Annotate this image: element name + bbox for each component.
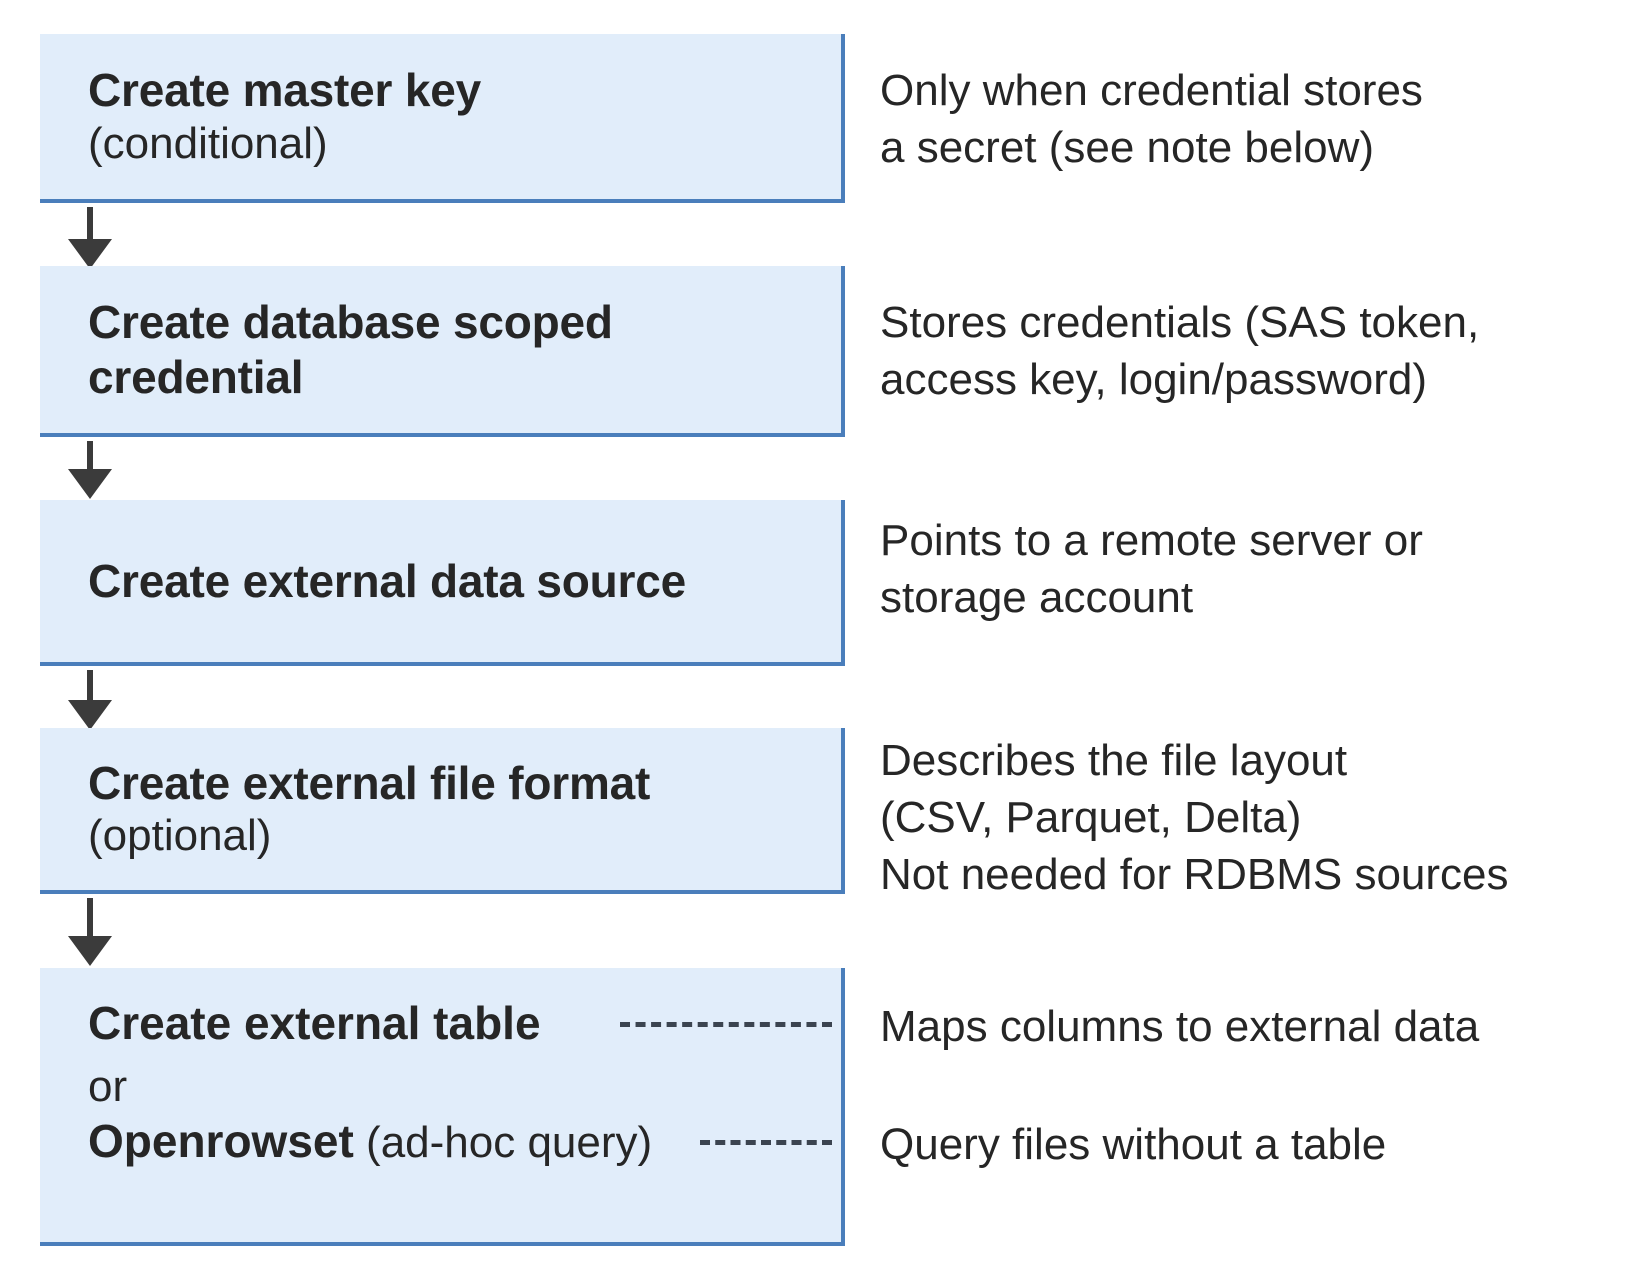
dashed-leader-line-2 bbox=[700, 1140, 832, 1145]
final-step-or-text: or bbox=[88, 1062, 128, 1111]
step-title: Create database scoped bbox=[88, 296, 613, 349]
final-step-option-openrowset[interactable]: Openrowset (ad-hoc query) bbox=[88, 1118, 652, 1165]
step-box-create-master-key[interactable]: Create master key (conditional) bbox=[40, 34, 845, 203]
final-step-option-create-external-table[interactable]: Create external table bbox=[88, 1000, 541, 1046]
final-step-option-2-note: (ad-hoc query) bbox=[353, 1118, 653, 1167]
step-title-line2: credential bbox=[88, 350, 304, 403]
step-description-create-external-file-format: Describes the file layout (CSV, Parquet,… bbox=[880, 736, 1509, 900]
step-box-create-external-table-or-openrowset[interactable] bbox=[40, 968, 845, 1246]
final-step-description-1: Maps columns to external data bbox=[880, 1002, 1480, 1051]
step-title: Create master key bbox=[88, 64, 481, 117]
final-step-option-2-label: Openrowset bbox=[88, 1115, 354, 1167]
final-step-or-label: or bbox=[88, 1062, 127, 1109]
flow-arrow-2 bbox=[68, 441, 112, 503]
step-description-create-external-data-source: Points to a remote server or storage acc… bbox=[880, 516, 1423, 623]
step-subtitle: (conditional) bbox=[88, 118, 328, 168]
step-subtitle: (optional) bbox=[88, 811, 272, 861]
final-step-option-1-label: Create external table bbox=[88, 997, 541, 1049]
step-title: Create external data source bbox=[88, 554, 686, 607]
flow-arrow-4 bbox=[68, 898, 112, 970]
flow-arrow-3 bbox=[68, 670, 112, 732]
step-box-create-database-scoped-credential[interactable]: Create database scoped credential bbox=[40, 266, 845, 437]
step-title: Create external file format bbox=[88, 756, 651, 809]
step-box-create-external-data-source[interactable]: Create external data source bbox=[40, 500, 845, 666]
step-description-create-master-key: Only when credential stores a secret (se… bbox=[880, 66, 1423, 173]
dashed-leader-line-1 bbox=[620, 1022, 832, 1027]
step-box-create-external-file-format[interactable]: Create external file format (optional) bbox=[40, 728, 845, 894]
step-description-create-database-scoped-credential: Stores credentials (SAS token, access ke… bbox=[880, 298, 1480, 405]
flow-arrow-1 bbox=[68, 207, 112, 269]
final-step-description-2: Query files without a table bbox=[880, 1120, 1387, 1169]
